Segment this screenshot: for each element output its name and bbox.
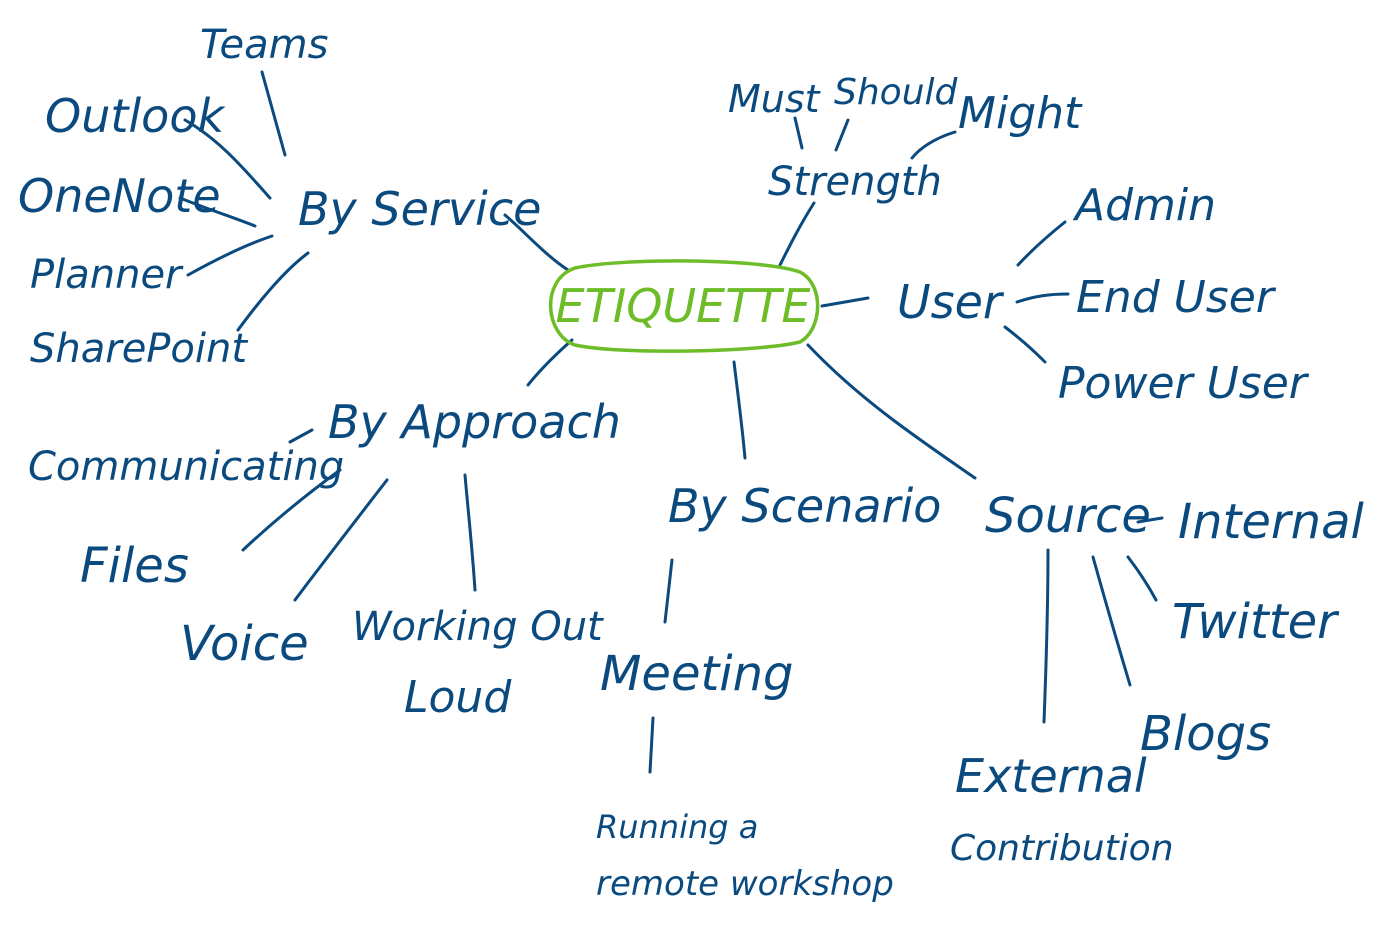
branch-by-scenario: By Scenario Meeting Running a remote wor… (596, 479, 941, 904)
teams-label: Teams (200, 22, 328, 68)
line-teams (260, 70, 287, 157)
line-internal (1136, 516, 1164, 524)
line-files (241, 468, 342, 552)
by-scenario-label: By Scenario (668, 479, 941, 533)
planner-label: Planner (30, 252, 184, 298)
connector-lines (178, 70, 1164, 774)
communicating-label: Communicating (28, 444, 344, 490)
line-center-source (806, 343, 977, 480)
user-label: User (897, 275, 1005, 329)
working-out-label: Working Out (352, 604, 604, 650)
line-center-byservice (503, 213, 570, 272)
remote-workshop-label: remote workshop (596, 864, 894, 904)
sharepoint-label: SharePoint (30, 326, 248, 372)
voice-label: Voice (180, 616, 309, 672)
line-center-strength (778, 201, 816, 267)
power-user-label: Power User (1058, 358, 1310, 409)
admin-label: Admin (1072, 180, 1216, 231)
line-sharepoint (236, 251, 310, 332)
line-should (834, 118, 850, 152)
outlook-label: Outlook (45, 89, 226, 143)
by-approach-label: By Approach (328, 395, 621, 449)
must-label: Must (728, 77, 822, 121)
line-center-byapproach (526, 338, 574, 387)
center-oval (548, 259, 820, 353)
line-must (793, 116, 804, 150)
running-a-label: Running a (596, 808, 758, 846)
onenote-label: OneNote (18, 169, 221, 223)
strength-label: Strength (768, 159, 942, 205)
center-node: ETIQUETTE (548, 259, 820, 353)
line-meeting (663, 558, 674, 624)
branch-by-approach: By Approach Communicating Files Voice Wo… (28, 395, 621, 723)
branch-strength: Strength Must Should Might (728, 72, 1083, 205)
line-external (1042, 548, 1050, 724)
line-enduser (1015, 292, 1070, 304)
twitter-label: Twitter (1172, 594, 1340, 650)
line-twitter (1126, 555, 1158, 602)
line-poweruser (1003, 325, 1047, 364)
line-might (910, 130, 957, 160)
line-planner (186, 234, 274, 277)
blogs-label: Blogs (1140, 706, 1271, 762)
should-label: Should (834, 72, 959, 113)
by-service-label: By Service (298, 182, 541, 236)
line-blogs (1091, 555, 1132, 687)
line-running (648, 716, 655, 774)
line-voice (293, 478, 389, 602)
loud-label: Loud (404, 672, 512, 723)
line-center-user (820, 296, 870, 308)
internal-label: Internal (1178, 494, 1365, 550)
line-workingout (463, 473, 477, 592)
line-communicating (288, 428, 314, 444)
branch-source: Source Internal Twitter Blogs External C… (950, 488, 1365, 869)
contribution-label: Contribution (950, 828, 1174, 869)
line-admin (1016, 220, 1067, 267)
end-user-label: End User (1076, 272, 1277, 323)
external-label: External (955, 749, 1147, 803)
line-onenote (178, 196, 257, 228)
line-outlook (183, 118, 272, 200)
center-label: ETIQUETTE (556, 279, 811, 333)
meeting-label: Meeting (600, 646, 794, 702)
source-label: Source (985, 488, 1151, 544)
files-label: Files (80, 538, 189, 594)
branch-by-service: By Service Teams Outlook OneNote Planner… (18, 22, 541, 372)
branch-user: User Admin End User Power User (897, 180, 1310, 409)
line-center-byscenario (732, 360, 747, 460)
might-label: Might (958, 88, 1083, 139)
